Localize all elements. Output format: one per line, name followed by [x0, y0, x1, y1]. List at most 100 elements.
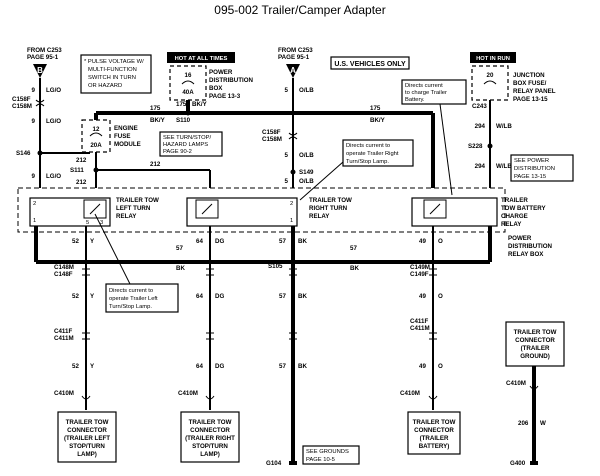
s149-label: S149	[299, 169, 314, 176]
directs-right-line2: operate Trailer Right	[346, 151, 399, 157]
wire-57-label: 57	[279, 238, 286, 245]
wire-52c-label: 52	[72, 363, 79, 370]
right-pin-2: 2	[290, 201, 293, 207]
battery-relay-line3: CHARGE	[501, 213, 528, 220]
c148f-label: C148F	[54, 271, 73, 278]
s149-splice	[290, 169, 296, 175]
pdrb-line1: POWER	[508, 235, 532, 242]
c411-symbols	[82, 332, 437, 340]
wire-175-pdb-label: 175	[176, 101, 187, 108]
wire-lgo-c-label: LG/O	[46, 173, 61, 180]
tc-right-line3: (TRAILER RIGHT	[185, 435, 235, 442]
s111-label: S111	[70, 167, 84, 174]
hot-at-all-times-banner	[167, 52, 235, 63]
directs-left-line2: operate Trailer Left	[109, 296, 158, 302]
s228-label: S228	[468, 143, 483, 150]
left-relay-line2: LEFT TURN	[116, 205, 151, 212]
wire-212b-label: 212	[150, 161, 161, 168]
wire-wlb-b-label: W/LB	[496, 163, 512, 170]
trailer-connector-right	[180, 411, 240, 463]
fuse-16-label: 16	[185, 72, 192, 79]
wire-206-label: 206	[518, 420, 529, 427]
wire-294b-label: 294	[475, 163, 486, 170]
pulse-note-line4: OR HAZARD	[88, 83, 122, 89]
see-turn-line1: SEE TURN/STOP/	[163, 135, 211, 141]
directs-battery-line3: Battery.	[405, 97, 425, 103]
wire-y-c-label: Y	[90, 363, 95, 370]
s228-splice	[487, 143, 493, 149]
source-a-page: PAGE 95-1	[278, 54, 310, 61]
fuse-12-label: 12	[93, 126, 100, 133]
wire-64c-label: 64	[196, 363, 203, 370]
junction-line2: BOX FUSE/	[513, 80, 547, 87]
c148-c149-symbols	[82, 268, 437, 276]
g104-label: G104	[266, 460, 282, 467]
wire-175-right-label: 175	[370, 105, 381, 112]
wire-5b-label: 5	[285, 152, 289, 159]
battery-relay-line2: TOW BATTERY	[501, 205, 546, 212]
wire-bk-b-label: BK	[176, 265, 185, 272]
g400-ground-symbol	[530, 461, 538, 465]
pulse-note-line3: SWITCH IN TURN	[88, 75, 136, 81]
see-grounds-note	[302, 445, 360, 465]
fuse-40a-label: 40A	[182, 89, 194, 96]
wire-bk-c-label: BK	[350, 265, 359, 272]
right-relay-switch	[195, 199, 219, 219]
g400-label: G400	[510, 460, 526, 467]
left-pin-5: 5	[86, 220, 89, 226]
fuse-20-label: 20	[487, 72, 494, 79]
c410m-left: C410M	[54, 390, 74, 397]
junction-line1: JUNCTION	[513, 72, 545, 79]
fuse-16-symbol	[181, 80, 195, 85]
c149f-label: C149F	[410, 271, 429, 278]
tc-right-line4: STOP/TURN	[192, 443, 228, 450]
pulse-voltage-note	[80, 54, 152, 94]
wire-bk-label: BK	[298, 238, 307, 245]
source-a-letter: A	[290, 66, 296, 75]
engine-fuse-line1: ENGINE	[114, 125, 138, 132]
c410m-ground: C410M	[506, 380, 526, 387]
tc-left-line1: TRAILER TOW	[66, 419, 109, 426]
pdrb-line2: DISTRIBUTION	[508, 243, 553, 250]
wire-y-b-label: Y	[90, 293, 95, 300]
wire-wlb-label: W/LB	[496, 123, 512, 130]
wire-bk-d-label: BK	[298, 293, 307, 300]
pdb-line3: BOX	[209, 85, 223, 92]
directs-left-line3: Turn/Stop Lamp.	[109, 304, 152, 310]
us-vehicles-only-label: U.S. VEHICLES ONLY	[334, 61, 406, 68]
directs-battery-note	[401, 79, 467, 105]
tc-battery-line2: CONNECTOR	[414, 427, 454, 434]
pdrb-line3: RELAY BOX	[508, 251, 544, 258]
tc-battery-line3: (TRAILER	[420, 435, 449, 442]
s110-splice	[185, 110, 191, 116]
pulse-note-line1: * PULSE VOLTAGE W/	[84, 59, 144, 65]
wire-57d-label: 57	[279, 293, 286, 300]
left-pin-3: 3	[100, 220, 103, 226]
tc-left-line3: (TRAILER LEFT	[64, 435, 110, 442]
tc-ground-line3: (TRAILER	[521, 345, 550, 352]
wire-57b-label: 57	[176, 245, 183, 252]
see-power-line2: DISTRIBUTION	[514, 166, 555, 172]
see-grounds-line2: PAGE 10-5	[306, 457, 335, 463]
left-pin-2: 2	[33, 201, 36, 207]
tc-battery-line1: TRAILER TOW	[413, 419, 456, 426]
wire-5c-label: 5	[285, 178, 289, 185]
wire-49c-label: 49	[419, 363, 426, 370]
c158m-left: C158M	[12, 103, 32, 110]
pulse-note-line2: MULTI-FUNCTION	[88, 67, 137, 73]
tc-ground-line1: TRAILER TOW	[514, 329, 557, 336]
g104-ground-symbol	[289, 461, 297, 465]
c158-left-symbol	[35, 99, 45, 107]
wire-o-b-label: O	[438, 293, 443, 300]
s146-label: S146	[16, 150, 31, 157]
wire-bky-pdb-label: BK/Y	[192, 101, 208, 108]
directs-left-note	[105, 283, 179, 313]
wire-5-label: 5	[285, 87, 289, 94]
pdb-line1: POWER	[209, 69, 233, 76]
source-b-arrow	[33, 64, 47, 78]
power-distribution-relay-box	[17, 187, 506, 233]
wire-49-label: 49	[419, 238, 426, 245]
c158f-left: C158F	[12, 96, 31, 103]
s110-label: S110	[176, 117, 191, 124]
